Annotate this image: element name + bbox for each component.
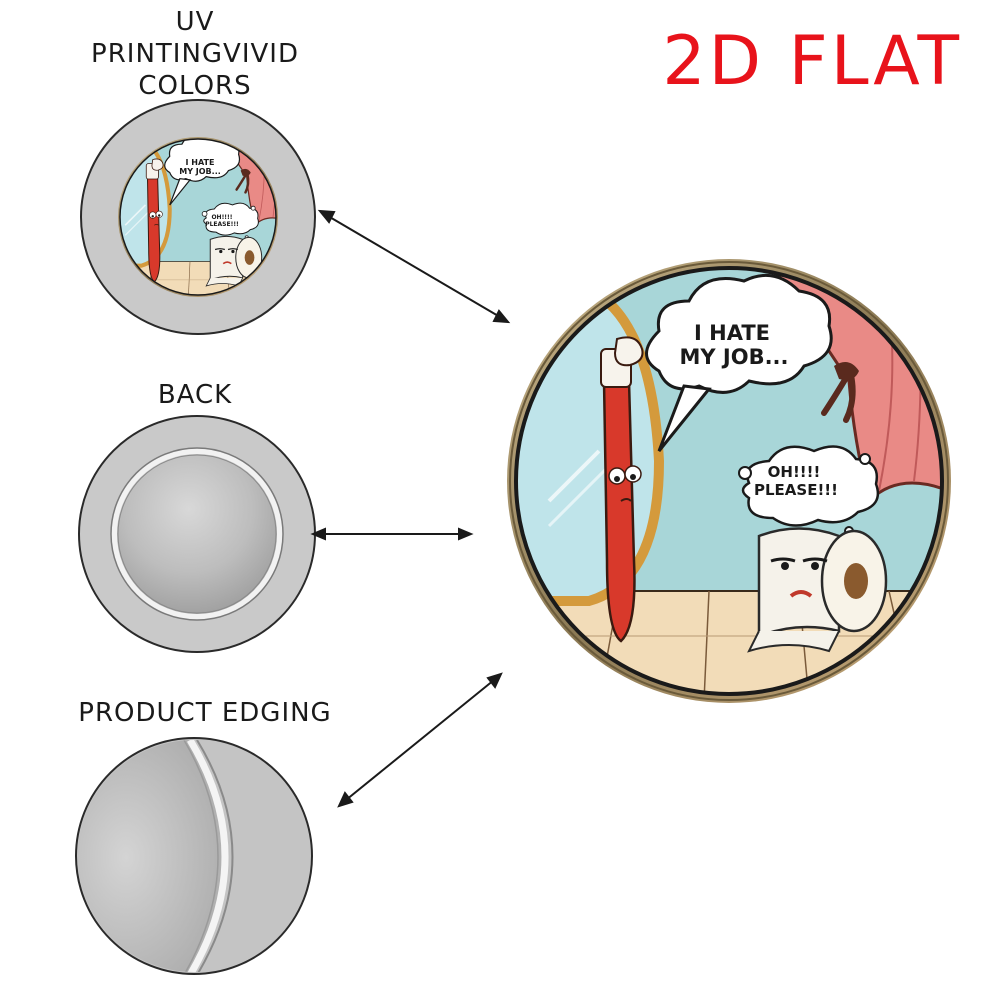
small-speech-line-1: I HATE: [186, 158, 215, 167]
double-arrow-icon: [337, 672, 503, 808]
small-thought-line-2: PLEASE!!!: [205, 221, 239, 228]
uv-printing-label: UV PRINTINGVIVID COLORS: [60, 6, 330, 102]
back-label: BACK: [157, 380, 233, 410]
large-thought-line-1: OH!!!!: [768, 463, 821, 481]
uv-printing-disc: I HATE MY JOB... OH!!!! PLEASE!!!: [80, 99, 316, 335]
product-edging-disc: [75, 737, 313, 975]
page-title: 2D FLAT: [662, 22, 962, 101]
double-arrow-icon: [317, 209, 511, 324]
uv-label-line-2: PRINTINGVIVID: [91, 39, 299, 69]
product-edging-label: PRODUCT EDGING: [78, 698, 332, 728]
double-arrow-icon: [310, 527, 474, 541]
uv-label-line-3: COLORS: [138, 71, 252, 101]
large-speech-line-1: I HATE: [694, 321, 770, 345]
uv-label-line-1: UV: [175, 7, 215, 37]
small-speech-line-2: MY JOB...: [179, 167, 221, 176]
flat-product-disc: I HATE MY JOB... OH!!!! PLEASE!!!: [507, 259, 951, 703]
large-speech-line-2: MY JOB...: [679, 345, 788, 369]
small-thought-line-1: OH!!!!: [211, 214, 232, 221]
back-disc: [78, 415, 316, 653]
large-thought-line-2: PLEASE!!!: [754, 481, 838, 499]
